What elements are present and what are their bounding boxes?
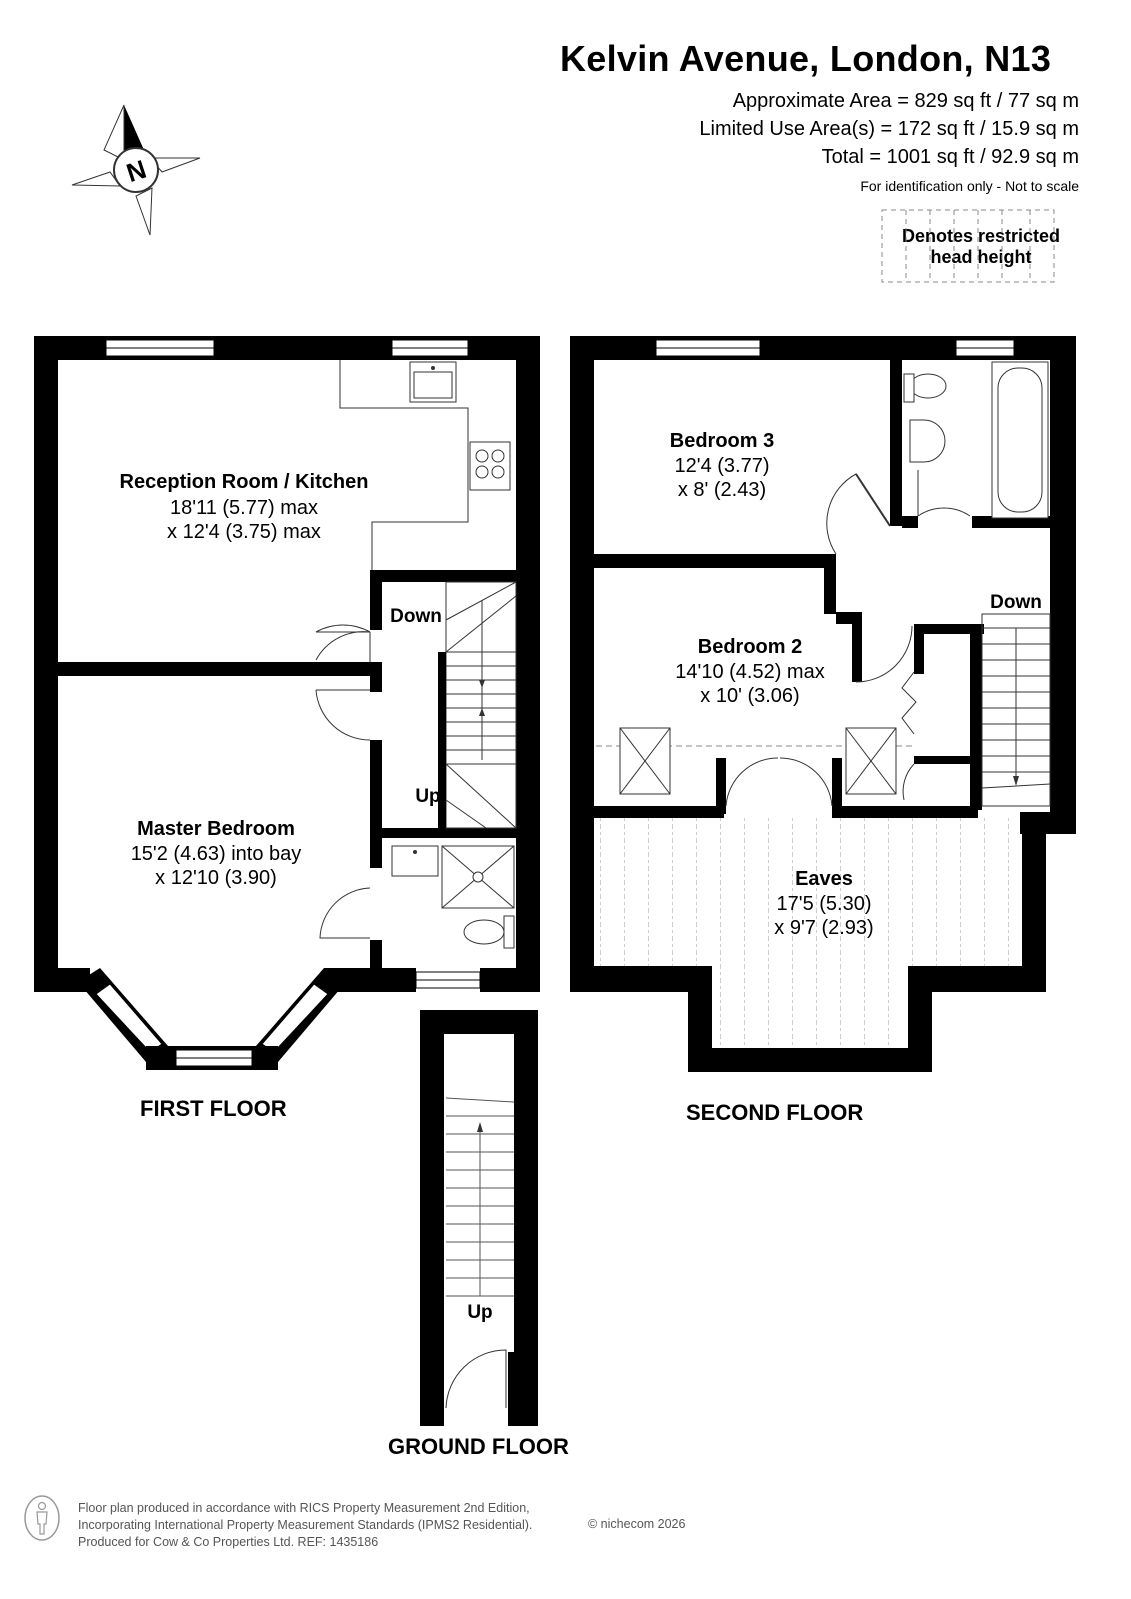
- second-floor-plan: Down Bedroom 3 12'4 (3.77) x 8' (2.43) B…: [570, 336, 1076, 1072]
- reception-room-dim-1: 18'11 (5.77) max: [170, 497, 318, 519]
- legend-text: Denotes restricted head height: [886, 226, 1076, 268]
- second-floor-stairs-down-label: Down: [990, 592, 1042, 613]
- approx-area: Approximate Area = 829 sq ft / 77 sq m: [732, 90, 1079, 112]
- legend-line-2: head height: [930, 247, 1032, 267]
- ground-floor-plan: Up: [420, 1010, 538, 1426]
- footer-line-1: Floor plan produced in accordance with R…: [78, 1501, 530, 1515]
- bedroom-2-dim-2: x 10' (3.06): [700, 685, 799, 707]
- master-bedroom-dim-2: x 12'10 (3.90): [155, 867, 277, 889]
- ground-floor-label: GROUND FLOOR: [388, 1434, 569, 1459]
- footer-notes: Floor plan produced in accordance with R…: [78, 1500, 532, 1551]
- bedroom-2-name: Bedroom 2: [698, 636, 802, 658]
- first-floor-plan: Down Up Reception Room / Kitchen 18'11 (…: [34, 336, 540, 1070]
- eaves-dim-1: 17'5 (5.30): [777, 893, 872, 915]
- ground-floor-stairs-up-label: Up: [467, 1302, 492, 1323]
- legend-line-1: Denotes restricted: [901, 226, 1061, 246]
- master-bedroom-dim-1: 15'2 (4.63) into bay: [131, 843, 302, 865]
- eaves-dim-2: x 9'7 (2.93): [774, 917, 873, 939]
- first-floor-stairs-down-label: Down: [390, 606, 442, 627]
- total-area: Total = 1001 sq ft / 92.9 sq m: [821, 146, 1079, 168]
- reception-room-name: Reception Room / Kitchen: [120, 471, 369, 493]
- limited-use-area: Limited Use Area(s) = 172 sq ft / 15.9 s…: [699, 118, 1079, 140]
- footer-line-3: Produced for Cow & Co Properties Ltd. RE…: [78, 1535, 379, 1549]
- bedroom-3-dim-1: 12'4 (3.77): [675, 455, 770, 477]
- master-bedroom-name: Master Bedroom: [137, 818, 295, 840]
- restricted-height-legend-box: [881, 209, 1055, 283]
- footer-copyright: © nichecom 2026: [588, 1517, 686, 1531]
- bedroom-3-name: Bedroom 3: [670, 430, 774, 452]
- first-floor-label: FIRST FLOOR: [140, 1096, 287, 1121]
- second-floor-label: SECOND FLOOR: [686, 1100, 864, 1125]
- reception-room-dim-2: x 12'4 (3.75) max: [167, 521, 321, 543]
- first-floor-stairs-up-label: Up: [415, 786, 440, 807]
- identification-note: For identification only - Not to scale: [860, 178, 1079, 194]
- bedroom-3-dim-2: x 8' (2.43): [678, 479, 766, 501]
- north-compass-icon: N: [71, 104, 201, 236]
- person-scale-icon: [24, 1495, 60, 1541]
- footer-line-2: Incorporating International Property Mea…: [78, 1518, 533, 1532]
- eaves-name: Eaves: [795, 868, 853, 890]
- page-title: Kelvin Avenue, London, N13: [560, 38, 1052, 79]
- bedroom-2-dim-1: 14'10 (4.52) max: [675, 661, 824, 683]
